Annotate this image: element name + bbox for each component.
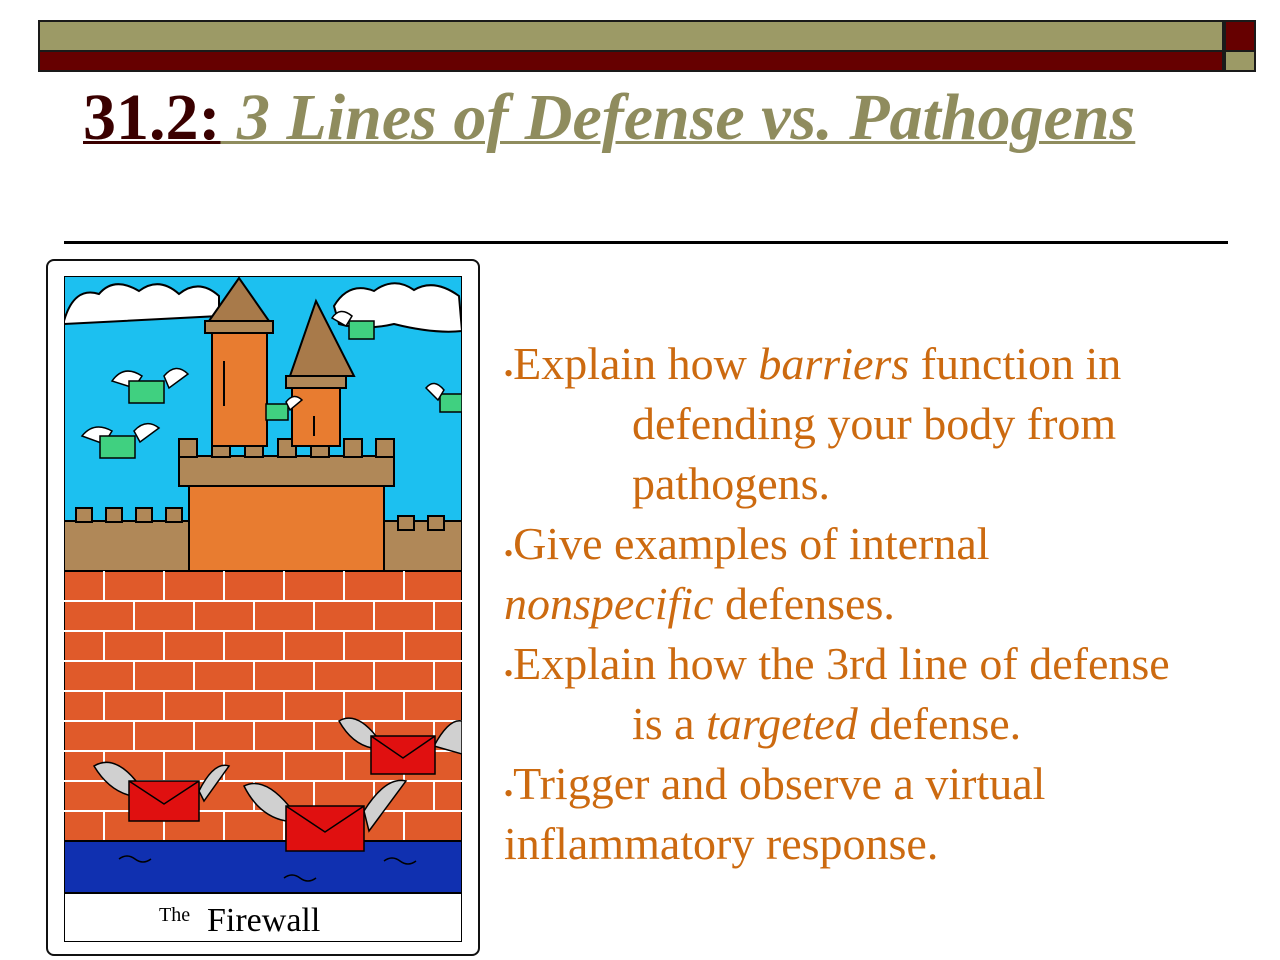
header-square-maroon xyxy=(1224,20,1256,52)
bullet: • xyxy=(504,779,514,808)
objective-item: •Give examples of internal nonspecific d… xyxy=(504,518,990,629)
objective-item: •Explain how barriers function in defend… xyxy=(504,338,1122,509)
title-divider xyxy=(64,241,1228,244)
green-envelope-icons xyxy=(80,310,462,459)
title-number: 31.2: xyxy=(83,81,221,154)
card-caption-small: The xyxy=(159,904,190,926)
emphasis: barriers xyxy=(758,338,910,389)
red-envelope-icons xyxy=(92,717,462,852)
objective-item: •Explain how the 3rd line of defense is … xyxy=(504,638,1170,749)
card-caption-large: Firewall xyxy=(207,902,320,939)
bullet: • xyxy=(504,659,514,688)
emphasis: nonspecific xyxy=(504,578,714,629)
clouds xyxy=(64,282,462,333)
bullet: • xyxy=(504,539,514,568)
title-text: 3 Lines of Defense vs. Pathogens xyxy=(220,81,1136,154)
slide-title: 31.2: 3 Lines of Defense vs. Pathogens xyxy=(83,78,1135,158)
header-bar-maroon xyxy=(38,52,1224,72)
objective-item: •Trigger and observe a virtual inflammat… xyxy=(504,758,1046,869)
emphasis: targeted xyxy=(706,698,858,749)
learning-objectives-list: •Explain how barriers function in defend… xyxy=(504,334,1264,874)
firewall-card-illustration: The Firewall xyxy=(64,276,462,942)
bullet: • xyxy=(504,359,514,388)
header-square-olive xyxy=(1224,52,1256,72)
header-bar-olive xyxy=(38,20,1224,52)
